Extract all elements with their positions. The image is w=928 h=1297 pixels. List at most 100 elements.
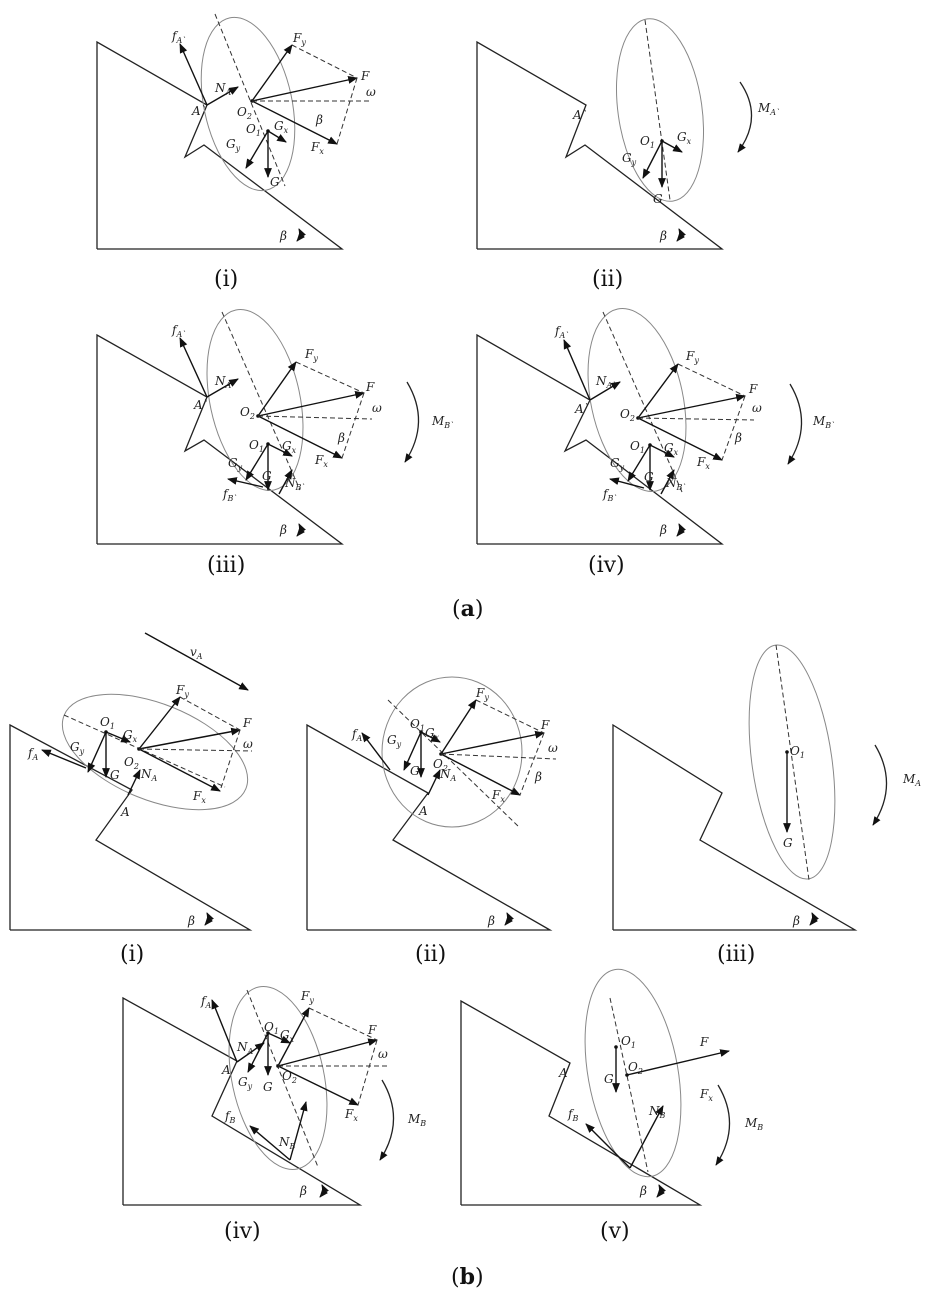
label-beta: β xyxy=(299,1184,307,1198)
Gy-vector xyxy=(403,731,422,771)
label-NA: NA xyxy=(439,767,457,783)
label-G: G xyxy=(263,1080,273,1094)
label-beta: β xyxy=(187,914,195,928)
label-Gx: Gx xyxy=(123,728,138,744)
label-NB: NB xyxy=(648,1104,666,1120)
label-beta: β xyxy=(279,229,287,243)
label-F: F xyxy=(360,69,370,83)
wedge-outline xyxy=(96,333,344,545)
label-O2: O2 xyxy=(124,755,139,771)
label-omega: ω xyxy=(378,1047,388,1061)
label-O2: O2 xyxy=(282,1069,297,1085)
label-F: F xyxy=(699,1035,709,1049)
label-G: G xyxy=(410,764,420,778)
dash-horizontal xyxy=(440,753,557,760)
caption-a-iv: (iv) xyxy=(588,553,625,578)
Gx-vector xyxy=(661,140,683,153)
Gy-vector xyxy=(627,444,651,482)
label-point-A: A` xyxy=(572,108,588,122)
label-beta: β xyxy=(487,914,495,928)
label-omega: ω xyxy=(372,401,382,415)
body-ellipse xyxy=(587,308,687,492)
F-vector xyxy=(251,76,358,102)
label-fA: fA xyxy=(351,727,362,743)
label-fB: fB xyxy=(567,1107,578,1123)
label-MB: MB` xyxy=(812,414,835,430)
label-fA: fA` xyxy=(171,323,186,339)
Gy-vector xyxy=(245,130,269,169)
label-Fx: Fx xyxy=(696,455,710,471)
normal-vector xyxy=(206,86,239,106)
wedge-outline xyxy=(476,40,724,250)
label-Fy: Fy xyxy=(475,686,489,702)
moment-arc xyxy=(872,744,888,826)
label-O1: O1 xyxy=(640,134,655,150)
fA-vector xyxy=(361,732,391,771)
beta-angle-arc xyxy=(809,912,819,926)
body-ellipse xyxy=(584,968,682,1178)
dash-Fy-F xyxy=(179,696,241,731)
Fx-vector xyxy=(257,415,343,459)
beta-angle-arc xyxy=(676,523,686,537)
label-Fy: Fy xyxy=(685,349,699,365)
label-O2: O2 xyxy=(620,407,635,423)
label-Fx: Fx xyxy=(314,453,328,469)
label-Fx: Fx xyxy=(310,140,324,156)
label-O1: O1 xyxy=(246,122,261,138)
axis-line xyxy=(609,997,649,1173)
label-NA: NA` xyxy=(214,374,235,390)
beta-angle-arc xyxy=(296,228,306,242)
dash-Fy-F xyxy=(475,699,545,734)
dash-Fy-F xyxy=(308,1007,378,1041)
label-Gx: Gx xyxy=(425,726,440,742)
label-O1: O1 xyxy=(621,1034,636,1050)
label-NA: NA xyxy=(236,1040,254,1056)
label-Gx: Gx xyxy=(282,439,297,455)
caption-b-i: (i) xyxy=(120,942,145,967)
label-fA: fA` xyxy=(171,29,186,45)
beta-angle-arc xyxy=(504,912,514,926)
label-Fx: Fx xyxy=(192,789,206,805)
Fy-vector xyxy=(637,363,679,419)
velocity-indicator: vA xyxy=(144,632,249,691)
beta-angle-arc xyxy=(656,1184,666,1198)
label-O1: O1 xyxy=(100,715,115,731)
label-MB: MB xyxy=(407,1112,426,1128)
label-Gy: Gy xyxy=(70,740,85,756)
normal-vector xyxy=(206,378,239,398)
label-NB: NB xyxy=(278,1135,296,1151)
wedge-outline xyxy=(9,723,253,931)
friction-vector xyxy=(179,43,208,106)
label-Gx: Gx xyxy=(664,441,679,457)
label-point-A: A xyxy=(558,1066,568,1080)
label-F: F xyxy=(365,380,375,394)
body-ellipse xyxy=(228,986,328,1170)
label-G: G xyxy=(783,836,793,850)
dash-Fy-F xyxy=(677,363,746,397)
label-point-A: A xyxy=(221,1063,231,1077)
label-MB: MB` xyxy=(431,414,454,430)
Gy-vector xyxy=(642,140,663,179)
beta-angle-arc xyxy=(296,523,306,537)
NB-vector xyxy=(660,469,675,495)
label-Gx: Gx xyxy=(677,130,692,146)
label-O1: O1 xyxy=(249,438,264,454)
fB-vector xyxy=(249,1125,291,1161)
label-G: G xyxy=(604,1072,614,1086)
moment-arc xyxy=(737,81,753,153)
dash-F-Fx xyxy=(519,732,545,796)
NB-vector xyxy=(278,469,293,495)
label-Fy: Fy xyxy=(300,989,314,1005)
dash-Fy-F xyxy=(291,44,358,79)
body-ellipse xyxy=(381,676,523,828)
label-Fy: Fy xyxy=(175,683,189,699)
Gx-vector xyxy=(267,443,293,457)
Gx-vector xyxy=(649,444,675,458)
Gx-vector xyxy=(420,731,441,743)
wedge-outline xyxy=(122,996,363,1206)
label-F: F xyxy=(367,1023,377,1037)
